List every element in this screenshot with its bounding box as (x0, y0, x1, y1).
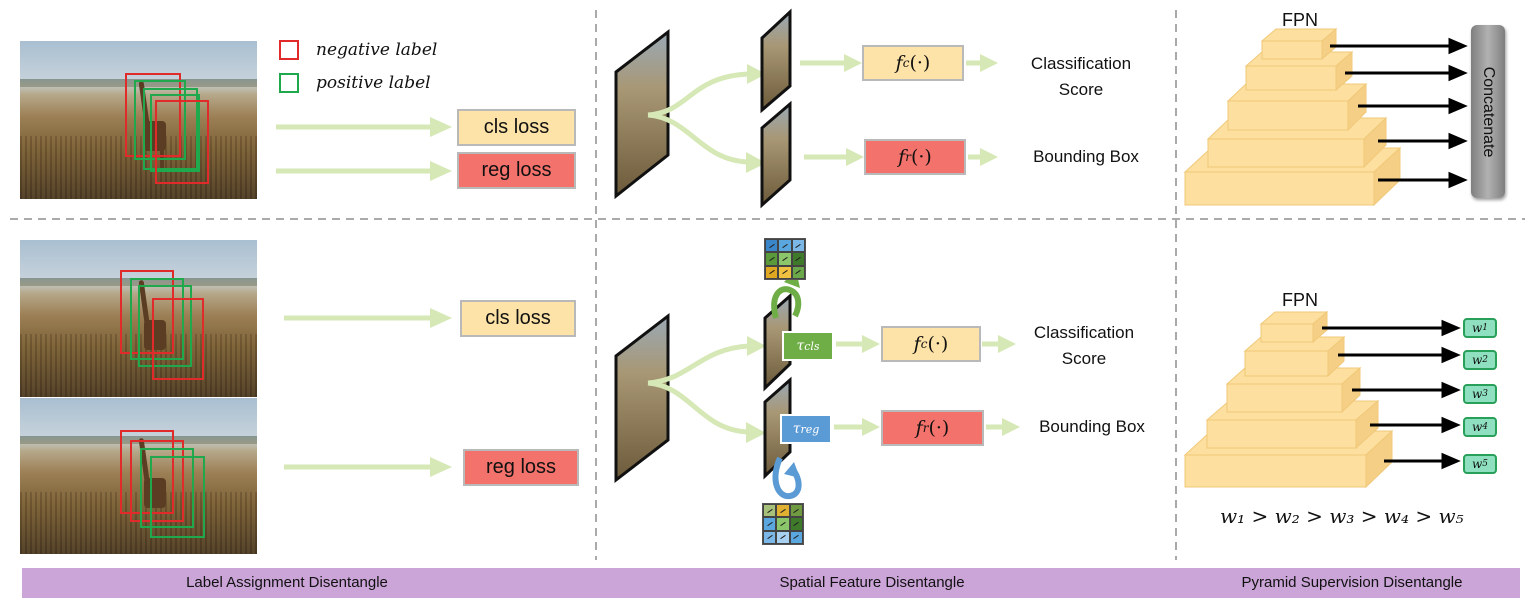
fr-subscript: r (905, 150, 911, 164)
panel1-top-arrows (276, 117, 452, 181)
cls-loss-box: cls loss (457, 109, 576, 146)
positive-legend-swatch (279, 73, 299, 93)
weight-symbol: w (1471, 457, 1483, 471)
positive-box (150, 94, 200, 172)
weight-symbol: w (1471, 420, 1483, 434)
fc-symbol: f (895, 52, 903, 74)
fc-symbol: f (913, 333, 921, 355)
tau-cls-symbol: τ (796, 338, 805, 354)
classification-line1: Classification (1033, 323, 1135, 342)
positive-box (140, 448, 194, 528)
positive-box (138, 285, 192, 367)
spatial-feature-section: Spatial Feature Disentangle (779, 574, 965, 591)
fc-arg: (·) (927, 333, 949, 355)
bounding-box-label: Bounding Box (1033, 147, 1139, 166)
section-label-bar: Label Assignment Disentangle Spatial Fea… (22, 568, 1520, 598)
cls-loss-box: cls loss (460, 300, 576, 337)
positive-box (143, 88, 198, 170)
negative-box (155, 100, 209, 184)
pyramid-supervision-section: Pyramid Supervision Disentangle (1241, 574, 1463, 591)
weight-symbol: w (1471, 387, 1483, 401)
reg-loss-box: reg loss (457, 152, 576, 189)
bounding-box-label: Bounding Box (1039, 417, 1145, 436)
tau-reg-subscript: reg (800, 422, 820, 436)
panel2-bottom-diagram (614, 270, 1020, 500)
fpn-title: FPN (1282, 10, 1318, 30)
weight-subscript: 1 (1482, 323, 1488, 333)
negative-box (130, 440, 184, 522)
giraffe-photo-top (20, 41, 257, 199)
classification-line1: Classification (1030, 54, 1132, 73)
classification-line2: Score (1061, 349, 1107, 368)
negative-box (120, 270, 174, 354)
fpn-title: FPN (1282, 290, 1318, 310)
negative-box (125, 73, 181, 157)
fc-arg: (·) (909, 52, 931, 74)
weight-inequality: w₁ > w₂ > w₃ > w₄ > w₅ (1220, 504, 1464, 528)
weight-subscript: 3 (1482, 389, 1488, 399)
negative-legend-swatch (279, 40, 299, 60)
weight-subscript: 4 (1482, 422, 1488, 432)
weight-subscript: 2 (1482, 355, 1488, 365)
fc-subscript: c (902, 56, 910, 70)
positive-box (130, 278, 184, 360)
fc-subscript: c (920, 337, 928, 351)
giraffe-photo-bottom-2 (20, 398, 257, 554)
tau-reg-symbol: τ (792, 421, 801, 437)
panel2-top-diagram (614, 8, 998, 209)
weight-symbol: w (1471, 321, 1483, 335)
classification-line2: Score (1058, 80, 1104, 99)
negative-legend-label: negative label (316, 40, 438, 60)
fr-symbol: f (915, 417, 923, 439)
fr-symbol: f (898, 146, 906, 168)
positive-box (150, 456, 205, 538)
negative-box (120, 430, 174, 514)
weight-symbol: w (1471, 353, 1483, 367)
fr-arg: (·) (910, 146, 932, 168)
fpn-pyramid-bottom (1183, 310, 1461, 489)
classification-score-label: Classification Score (1010, 51, 1152, 103)
fpn-pyramid-top (1183, 27, 1468, 207)
classification-score-label: Classification Score (1013, 320, 1155, 372)
tau-cls-subscript: cls (804, 339, 820, 353)
weight-subscript: 5 (1482, 459, 1488, 469)
fr-subscript: r (922, 421, 929, 435)
fr-arg: (·) (928, 417, 950, 439)
label-assignment-section: Label Assignment Disentangle (186, 574, 388, 591)
negative-box (152, 298, 204, 380)
positive-box (134, 80, 186, 160)
panel1-bottom-arrows (284, 308, 452, 477)
offset-grid-reg (762, 503, 804, 545)
positive-legend-label: positive label (316, 73, 431, 93)
offset-grid-cls (764, 238, 806, 280)
reg-loss-box: reg loss (463, 449, 579, 486)
concatenate-block: Concatenate (1471, 25, 1505, 198)
